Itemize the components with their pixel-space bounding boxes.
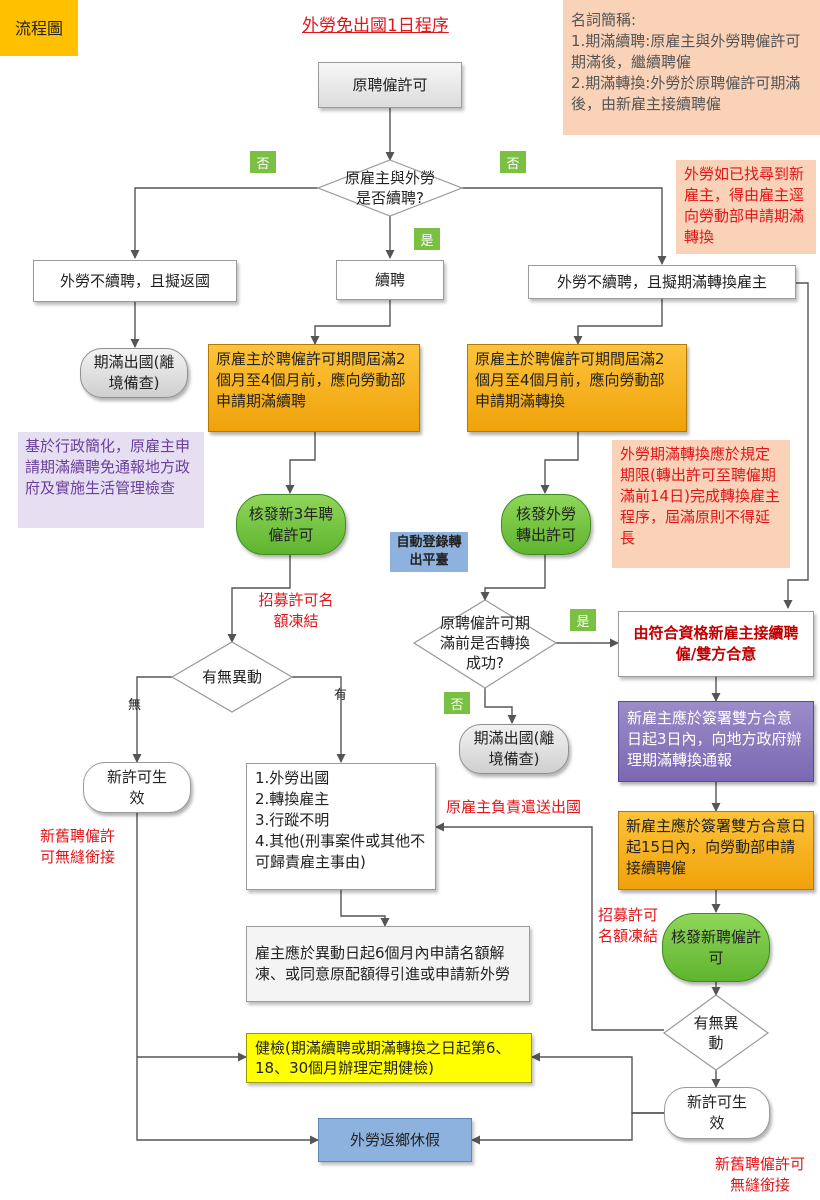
decision-renew-text: 原雇主與外勞是否續聘?: [344, 169, 435, 207]
note-original-employer: 原雇主負責遣送出國: [446, 798, 582, 816]
arrow-right-has-to-list: [435, 822, 664, 1031]
no-badge-right: 否: [500, 151, 526, 173]
decision-renew-diamond: [316, 159, 464, 217]
auto-platform-label: 自動登錄轉出平臺: [396, 535, 462, 568]
arrow-decision-none: [132, 676, 172, 763]
no-badge-left: 否: [250, 151, 276, 173]
new-permit-right-pill: 新許可生效: [664, 1087, 770, 1139]
reapply-box: 雇主應於異動日起6個月內申請名額解凍、或同意原配額得引進或申請新外勞: [246, 926, 530, 1002]
arrow-apply-issue3yr: [285, 432, 316, 494]
new-permit-left-pill: 新許可生效: [83, 762, 191, 813]
issue-new-label: 核發新聘僱許可: [670, 927, 761, 967]
note-freeze-left: 招募許可名額凍結: [258, 591, 334, 630]
note-freeze-right: 招募許可名額凍結: [598, 906, 659, 945]
change-item-3: 3.行蹤不明: [255, 811, 330, 829]
renew-label: 續聘: [374, 270, 405, 289]
change-item-1: 1.外勞出國: [255, 769, 330, 787]
has-label: 有: [334, 688, 348, 703]
arrow-transfer-apply: [573, 297, 663, 345]
issue-3yr-label: 核發新3年聘僱許可: [248, 504, 334, 544]
note-seamless-left: 新舊聘僱許可無縫銜接: [40, 827, 116, 866]
report-local-box: 新雇主應於簽署雙方合意日起3日內，向地方政府辦理期滿轉換通報: [618, 701, 814, 782]
arrow-issue3yr-decision: [227, 555, 291, 643]
issue-transfer-label: 核發外勞轉出許可: [515, 504, 576, 544]
note-find-employer: 外勞如已找尋到新雇主，得由雇主逕向勞動部申請期滿轉換: [676, 160, 816, 254]
original-permit-label: 原聘僱許可: [352, 75, 428, 94]
decision-change-left-diamond: [170, 641, 294, 713]
arrow-decision-no-left: [130, 187, 318, 259]
flowchart-tag-text: 流程圖: [14, 18, 63, 38]
change-item-2: 2.轉換雇主: [255, 790, 330, 808]
arrow-transfer-no: [484, 688, 517, 724]
glossary-box: 名詞簡稱: 1.期滿續聘:原雇主與外勞聘僱許可期滿後，繼續聘僱 2.期滿轉換:外…: [563, 0, 820, 135]
new-employer-box: 由符合資格新雇主接續聘僱/雙方合意: [618, 611, 814, 677]
auto-platform-badge: 自動登錄轉出平臺: [390, 532, 468, 572]
apply-renew-label: 原雇主於聘僱許可期間屆滿2個月至4個月前，應向勞動部申請期滿續聘: [216, 350, 406, 410]
new-permit-right-label: 新許可生效: [687, 1093, 748, 1132]
decision-transfer-text: 原聘僱許可期滿前是否轉換成功?: [439, 614, 530, 672]
new-employer-label: 由符合資格新雇主接續聘僱/雙方合意: [633, 624, 799, 663]
health-check-label: 健檢(期滿續聘或期滿轉換之日起第6、18、30個月辦理定期健檢): [255, 1039, 511, 1077]
yes-badge-mid: 是: [414, 228, 440, 250]
no-renew-return-label: 外勞不續聘，且擬返國: [59, 271, 210, 290]
health-check-box: 健檢(期滿續聘或期滿轉換之日起第6、18、30個月辦理定期健檢): [246, 1033, 532, 1083]
apply-renew-box: 原雇主於聘僱許可期間屆滿2個月至4個月前，應向勞動部申請期滿續聘: [208, 344, 420, 432]
new-permit-left-label: 新許可生效: [107, 767, 168, 807]
exit-mid-pill: 期滿出國(離境備查): [459, 724, 569, 774]
arrow-direct-new-employer: [783, 282, 809, 609]
change-list-box: 1.外勞出國 2.轉換雇主 3.行蹤不明 4.其他(刑事案件或其他不可歸責雇主事…: [246, 763, 436, 890]
exit-left-pill: 期滿出國(離境備查): [80, 348, 188, 398]
glossary-title: 名詞簡稱:: [571, 11, 637, 29]
apply-transfer-box: 原雇主於聘僱許可期間屆滿2個月至4個月前，應向勞動部申請期滿轉換: [467, 344, 687, 432]
yes-badge-transfer: 是: [570, 609, 596, 631]
arrow-apply-issuetransfer: [540, 432, 579, 494]
note-transfer-deadline: 外勞期滿轉換應於規定期限(轉出許可至聘僱期滿前14日)完成轉換雇主程序，屆滿原則…: [612, 440, 790, 568]
original-permit-box: 原聘僱許可: [318, 62, 462, 108]
home-leave-box: 外勞返鄉休假: [318, 1118, 472, 1162]
no-renew-transfer-box: 外勞不續聘，且擬期滿轉換雇主: [528, 265, 796, 299]
arrow-right-health: [531, 1052, 664, 1114]
exit-left-label: 期滿出國(離境備查): [93, 353, 175, 392]
reapply-label: 雇主應於異動日起6個月內申請名額解凍、或同意原配額得引進或申請新外勞: [255, 944, 511, 983]
none-label: 無: [128, 698, 142, 713]
decision-change-right-diamond: [662, 994, 770, 1071]
arrow-issuetransfer-decision: [480, 555, 546, 601]
no-renew-transfer-label: 外勞不續聘，且擬期滿轉換雇主: [556, 272, 767, 291]
arrow-decision-no-right: [462, 187, 667, 265]
page-title: 外勞免出國1日程序: [302, 16, 449, 36]
note-admin-simplify: 基於行政簡化，原雇主申請期滿續聘免通報地方政府及實施生活管理檢查: [18, 432, 204, 528]
glossary-item-2: 2.期滿轉換:外勞於原聘僱許可期滿後，由新雇主接續聘僱: [571, 74, 801, 113]
issue-transfer-pill: 核發外勞轉出許可: [501, 494, 591, 555]
flowchart-tag: 流程圖: [0, 0, 78, 56]
issue-3yr-pill: 核發新3年聘僱許可: [236, 494, 346, 555]
note-seamless-right: 新舊聘僱許可無縫銜接: [714, 1155, 805, 1194]
glossary-item-1: 1.期滿續聘:原雇主與外勞聘僱許可期滿後，繼續聘僱: [571, 32, 801, 71]
change-item-4: 4.其他(刑事案件或其他不可歸責雇主事由): [255, 832, 426, 871]
exit-mid-label: 期滿出國(離境備查): [473, 729, 555, 768]
arrow-renew-apply: [310, 300, 391, 345]
issue-new-pill: 核發新聘僱許可: [662, 913, 770, 982]
decision-change-left-text: 有無異動: [202, 668, 263, 686]
apply-continue-box: 新雇主應於簽署雙方合意日起15日內，向勞動部申請接續聘僱: [618, 811, 814, 890]
renew-box: 續聘: [336, 260, 444, 300]
arrow-changes-reapply: [340, 890, 390, 927]
arrow-decision-has: [292, 676, 346, 763]
arrow-left-newpermit-home: [136, 813, 319, 1145]
no-badge-transfer: 否: [444, 692, 470, 714]
arrow-right-home: [471, 1112, 664, 1145]
decision-transfer-diamond: [412, 599, 558, 689]
no-renew-return-box: 外勞不續聘，且擬返國: [33, 260, 237, 302]
report-local-label: 新雇主應於簽署雙方合意日起3日內，向地方政府辦理期滿轉換通報: [627, 709, 802, 769]
apply-transfer-label: 原雇主於聘僱許可期間屆滿2個月至4個月前，應向勞動部申請期滿轉換: [475, 350, 665, 410]
decision-change-right-text: 有無異動: [693, 1014, 739, 1052]
apply-continue-label: 新雇主應於簽署雙方合意日起15日內，向勞動部申請接續聘僱: [626, 817, 807, 877]
home-leave-label: 外勞返鄉休假: [349, 1130, 440, 1149]
